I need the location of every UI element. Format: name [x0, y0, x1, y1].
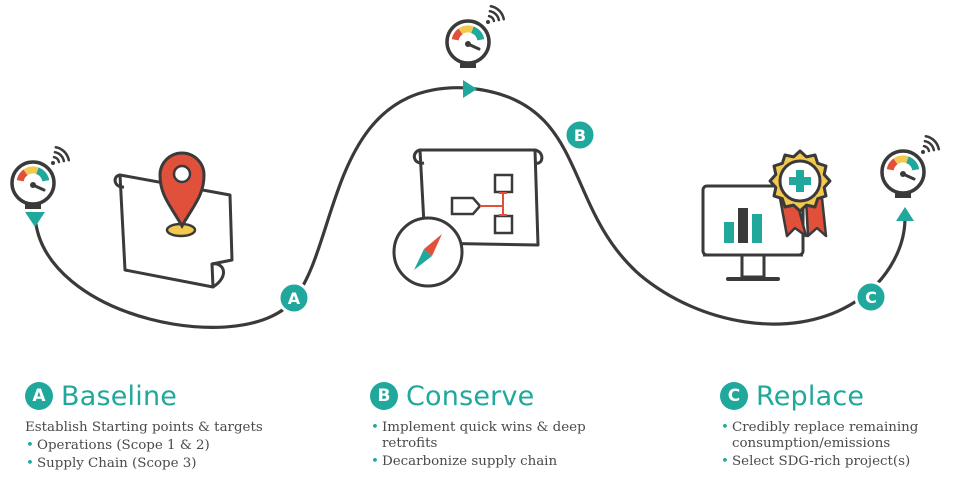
map-pin-icon	[113, 151, 234, 289]
step-body: Implement quick wins & deep retrofits De…	[370, 420, 635, 470]
marker-b: B	[563, 118, 597, 152]
journey-diagram: A B C	[10, 4, 941, 329]
bullet-item: Implement quick wins & deep retrofits	[370, 420, 635, 452]
step-body: Establish Starting points & targets Oper…	[25, 420, 295, 472]
svg-text:A: A	[288, 289, 301, 308]
award-ribbon-icon	[768, 149, 832, 238]
blueprint-icon	[412, 148, 544, 247]
step-title: Replace	[756, 380, 865, 412]
marker-c: C	[854, 280, 888, 314]
step-title: Conserve	[406, 380, 535, 412]
bullet-list: Operations (Scope 1 & 2) Supply Chain (S…	[25, 438, 295, 472]
gauge-wifi-icon	[10, 145, 71, 209]
bullet-item: Supply Chain (Scope 3)	[25, 456, 295, 472]
arrow-end-icon	[896, 207, 914, 221]
step-letter-badge: C	[720, 382, 748, 410]
gauge-wifi-icon	[880, 134, 941, 198]
gauge-wifi-icon	[445, 4, 506, 68]
step-header: B Conserve	[370, 378, 640, 414]
arrow-start-icon	[25, 212, 45, 227]
step-letter-badge: A	[25, 382, 53, 410]
bullet-list: Implement quick wins & deep retrofits De…	[370, 420, 635, 470]
step-body: Credibly replace remaining consumption/e…	[720, 420, 970, 470]
step-lead: Establish Starting points & targets	[25, 420, 263, 435]
bullet-item: Credibly replace remaining consumption/e…	[720, 420, 970, 452]
svg-text:C: C	[865, 288, 877, 307]
step-conserve: B Conserve Implement quick wins & deep r…	[370, 378, 640, 472]
step-replace: C Replace Credibly replace remaining con…	[720, 378, 970, 472]
step-header: A Baseline	[25, 378, 295, 414]
bullet-list: Credibly replace remaining consumption/e…	[720, 420, 970, 470]
bullet-item: Select SDG-rich project(s)	[720, 454, 970, 470]
svg-text:B: B	[574, 126, 586, 145]
compass-icon	[392, 216, 464, 288]
step-baseline: A Baseline Establish Starting points & t…	[25, 378, 295, 474]
step-header: C Replace	[720, 378, 970, 414]
journey-path	[33, 86, 907, 329]
bullet-item: Operations (Scope 1 & 2)	[25, 438, 295, 454]
arrow-top-icon	[463, 80, 477, 98]
bullet-item: Decarbonize supply chain	[370, 454, 635, 470]
marker-a: A	[277, 281, 311, 315]
step-title: Baseline	[61, 380, 178, 412]
monitor-chart-icon	[701, 184, 805, 281]
step-letter-badge: B	[370, 382, 398, 410]
